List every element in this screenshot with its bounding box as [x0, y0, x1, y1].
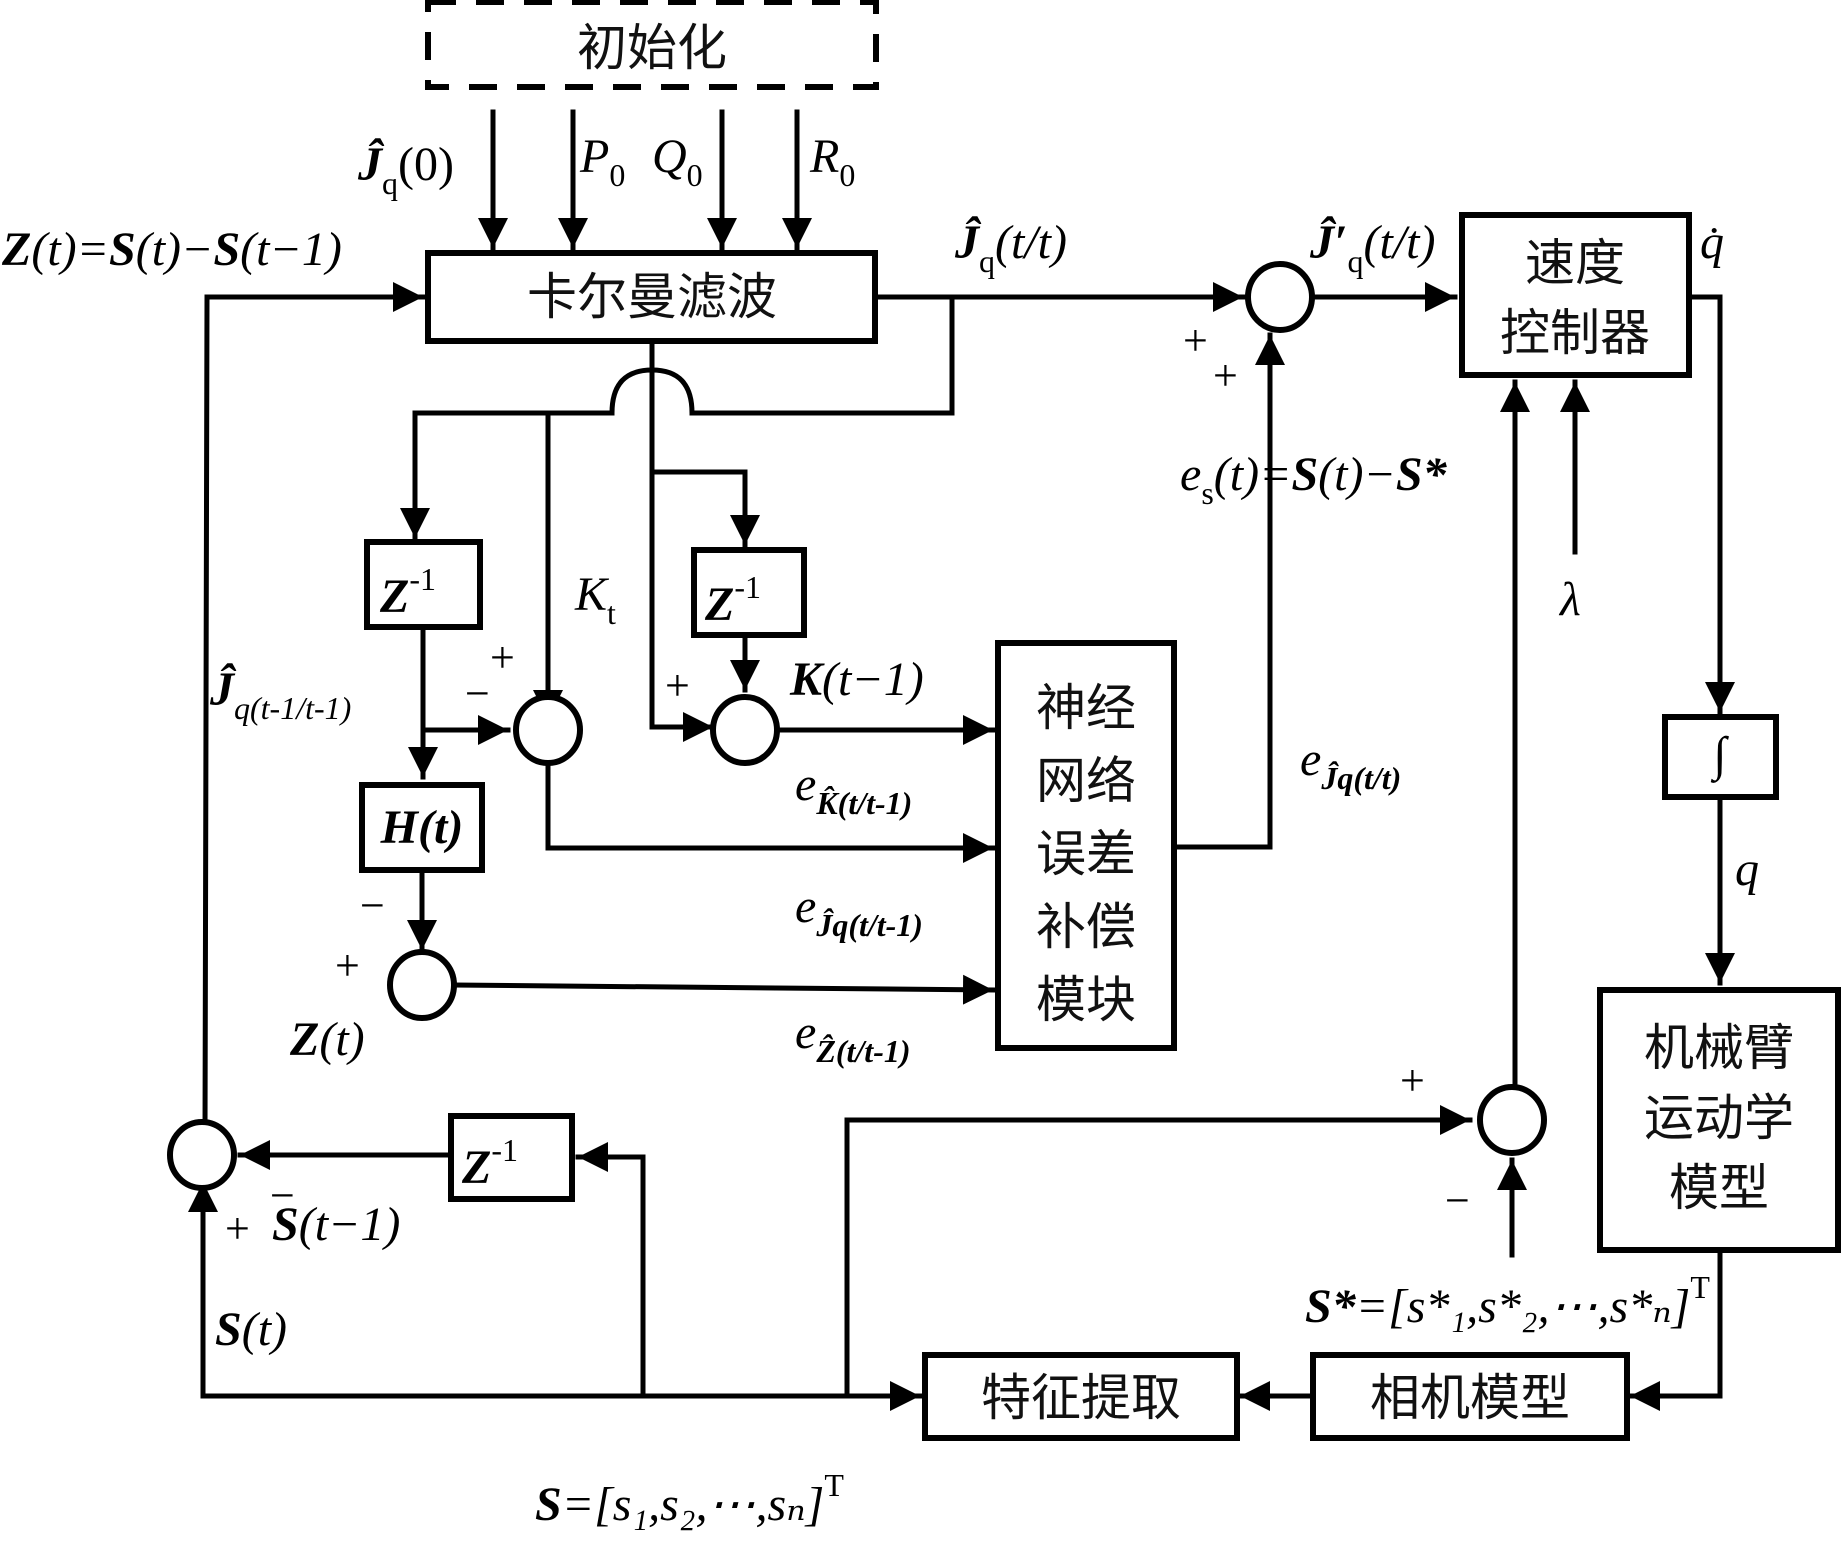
nn-compensation-label: 神经 网络 误差 补偿 模块 [1036, 679, 1136, 1029]
label-jq-tt: Ĵq(t/t) [954, 215, 1067, 279]
qdot-line [1686, 294, 1735, 715]
label-jq0: Ĵq(0) [357, 137, 454, 201]
feature-extraction-label: 特征提取 [981, 1369, 1181, 1427]
h-block-label: H(t) [380, 801, 464, 854]
label-z-definition: Z(t)=S(t)−S(t−1) [1, 223, 342, 276]
z-feedback-line [202, 282, 426, 1138]
sign-plus: + [225, 1204, 250, 1253]
arm-kinematics-label: 运动学 [1644, 1089, 1794, 1147]
label-z-t: Z(t) [289, 1013, 365, 1066]
arm-kinematics-label: 机械臂 [1644, 1019, 1794, 1077]
sign-minus: − [270, 1171, 295, 1220]
sign-plus: + [1213, 351, 1238, 400]
sign-minus: − [360, 881, 385, 930]
sign-plus: + [1400, 1056, 1425, 1105]
label-jq-prev: Ĵq(t-1/t-1) [209, 662, 351, 726]
nn-compensation-block [995, 640, 1177, 1051]
label-es-definition: es(t)=S(t)−S* [1180, 448, 1448, 511]
label-e-jq: eĴq(t/t) [1300, 733, 1401, 796]
label-qdot: q̇ [1700, 216, 1724, 269]
label-kt: Kt [574, 568, 616, 631]
init-label: 初始化 [577, 19, 727, 77]
kalman-filter-block [425, 250, 878, 344]
label-jq-prime: Ĵ′q(t/t) [1309, 215, 1435, 279]
delay-label: Z-1 [461, 1132, 518, 1194]
sign-minus: − [1445, 1176, 1470, 1225]
label-r0: R0 [809, 130, 855, 193]
label-e-jq-prev: eĴq(t/t-1) [795, 880, 923, 943]
delay-block-k [691, 547, 807, 638]
svg-text:网络: 网络 [1036, 752, 1136, 810]
label-s-t: S(t) [215, 1303, 287, 1356]
label-s-vector: S=[s₁,s₂,⋯,sₙ]T [535, 1467, 844, 1531]
delay-block-s [448, 1113, 575, 1202]
sign-plus: + [665, 661, 690, 710]
feature-extraction-block [922, 1352, 1240, 1441]
summing-junction-jq [513, 694, 583, 766]
ek-line [545, 760, 996, 863]
summing-junction-s [167, 1119, 237, 1191]
summing-junction-error [1477, 1084, 1547, 1156]
speed-controller-label: 速度 [1525, 234, 1625, 292]
sign-plus: + [1183, 316, 1208, 365]
h-block [359, 782, 485, 873]
sign-minus: − [465, 669, 490, 718]
camera-model-block [1310, 1352, 1630, 1441]
s-to-error-line [844, 1105, 1473, 1399]
label-k-prev: K(t−1) [789, 653, 924, 706]
label-s-star-vector: S*=[s*₁,s*₂,⋯,s*ₙ]T [1305, 1269, 1710, 1333]
sign-plus: + [490, 633, 515, 682]
kalman-filter-label: 卡尔曼滤波 [527, 268, 777, 326]
svg-text:误差: 误差 [1036, 825, 1136, 883]
delay-block-jq [364, 539, 483, 630]
summing-junction-z [387, 949, 457, 1021]
label-e-k: eK̂(t/t-1) [795, 758, 912, 821]
nn-output-line [1171, 332, 1285, 850]
init-arrows [478, 109, 812, 251]
integrator-label: ∫ [1710, 728, 1729, 783]
svg-text:补偿: 补偿 [1036, 898, 1136, 956]
label-q0: Q0 [652, 130, 703, 193]
speed-controller-block [1459, 212, 1692, 378]
label-lambda: λ [1558, 573, 1581, 626]
label-q: q [1735, 843, 1759, 896]
camera-model-label: 相机模型 [1370, 1369, 1570, 1427]
init-block [425, 0, 879, 90]
delay-label: Z-1 [704, 569, 761, 631]
sign-plus: + [335, 941, 360, 990]
label-e-z: eẐ(t/t-1) [795, 1006, 911, 1069]
speed-controller-label: 控制器 [1500, 304, 1650, 362]
jq-branch-line [689, 294, 955, 416]
svg-text:神经: 神经 [1036, 679, 1136, 737]
integrator-block [1662, 714, 1779, 800]
label-s-prev: S(t−1) [272, 1198, 400, 1251]
label-p0: P0 [579, 130, 625, 193]
arm-kinematics-label: 模型 [1669, 1159, 1769, 1217]
summing-junction-jq-compensated [1245, 261, 1315, 333]
delay-label: Z-1 [379, 561, 436, 623]
summing-junction-k [710, 694, 780, 766]
arm-kinematics-block [1597, 987, 1841, 1253]
svg-text:模块: 模块 [1036, 971, 1136, 1029]
